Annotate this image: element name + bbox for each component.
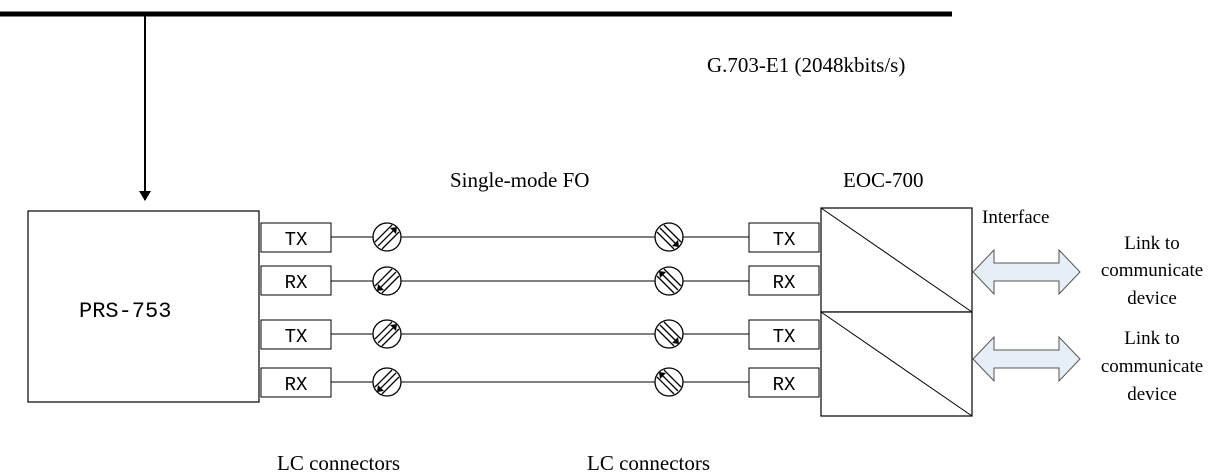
prs-port-2-label: RX (285, 272, 308, 294)
link-description-2: Link to communicate device (1101, 328, 1203, 405)
link-double-arrow-2 (972, 335, 1081, 383)
eoc-port-3-label: TX (773, 326, 796, 348)
lc-connector-left-3 (372, 319, 402, 349)
eoc-700-label: EOC-700 (843, 168, 924, 192)
prs-port-3: TX (260, 319, 332, 350)
lc-connector-right-2 (654, 266, 684, 296)
eoc-port-1-label: TX (773, 229, 796, 251)
eoc-port-2-label: RX (773, 272, 796, 294)
link-double-arrow-1 (972, 248, 1081, 296)
eoc-port-4-label: RX (773, 374, 796, 396)
fiber-lines (331, 236, 749, 383)
prs-port-3-label: TX (285, 326, 308, 348)
interface-label: Interface (982, 207, 1050, 228)
link-2-line-2: communicate (1101, 356, 1203, 377)
lc-connector-left-2 (372, 266, 402, 296)
prs-port-4: RX (260, 367, 332, 398)
link-1-line-3: device (1127, 288, 1177, 309)
eoc-port-1: TX (748, 222, 820, 253)
link-1-line-1: Link to (1124, 233, 1179, 254)
prs-port-1: TX (260, 222, 332, 253)
eoc-700-unit-top (820, 207, 973, 313)
lc-connector-left-4 (372, 367, 402, 397)
lc-connector-left-1 (372, 222, 402, 252)
lc-connectors-right-label: LC connectors (587, 451, 710, 472)
prs-port-2: RX (260, 265, 332, 296)
lc-connector-right-1 (654, 222, 684, 252)
lc-connector-right-4 (654, 367, 684, 397)
eoc-port-3: TX (748, 319, 820, 350)
bus-label: G.703-E1 (2048kbits/s) (707, 53, 905, 77)
prs-port-1-label: TX (285, 229, 308, 251)
link-1-line-2: communicate (1101, 260, 1203, 281)
eoc-port-2: RX (748, 265, 820, 296)
link-description-1: Link to communicate device (1101, 233, 1203, 309)
link-2-line-3: device (1127, 384, 1177, 405)
eoc-port-4: RX (748, 367, 820, 398)
prs-753-label: PRS-753 (79, 299, 171, 324)
eoc-700-unit-bottom (820, 311, 973, 417)
prs-port-4-label: RX (285, 374, 308, 396)
link-2-line-1: Link to (1124, 328, 1179, 349)
lc-connector-right-3 (654, 319, 684, 349)
lc-connectors-left-label: LC connectors (277, 451, 400, 472)
fiber-label: Single-mode FO (450, 168, 589, 192)
prs-753-box (27, 210, 260, 403)
